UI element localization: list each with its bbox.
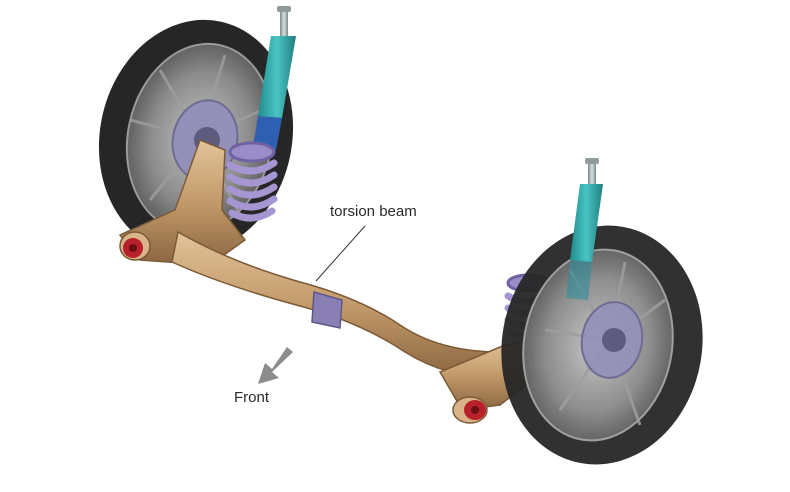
left-shock-absorber bbox=[253, 6, 296, 150]
left-wheel bbox=[98, 19, 294, 255]
left-bushing bbox=[119, 231, 151, 261]
right-shock-absorber bbox=[566, 158, 603, 300]
left-trailing-arm bbox=[118, 139, 247, 266]
right-shock-rod bbox=[588, 160, 596, 186]
right-bushing bbox=[452, 396, 488, 424]
front-direction-label: Front bbox=[234, 389, 270, 406]
right-shock-body bbox=[570, 184, 603, 262]
left-shock-body bbox=[258, 36, 296, 118]
right-wheel bbox=[501, 225, 703, 465]
torsion-beam-leader-line bbox=[315, 225, 366, 282]
torsion-beam-axle bbox=[118, 139, 536, 411]
left-coil-spring bbox=[226, 141, 278, 222]
beam-center-bracket bbox=[311, 291, 343, 329]
left-shock-rod bbox=[280, 8, 288, 38]
arrow-down-left-icon bbox=[258, 347, 293, 384]
torsion-beam-label: torsion beam bbox=[330, 203, 417, 220]
right-hub bbox=[602, 328, 626, 352]
